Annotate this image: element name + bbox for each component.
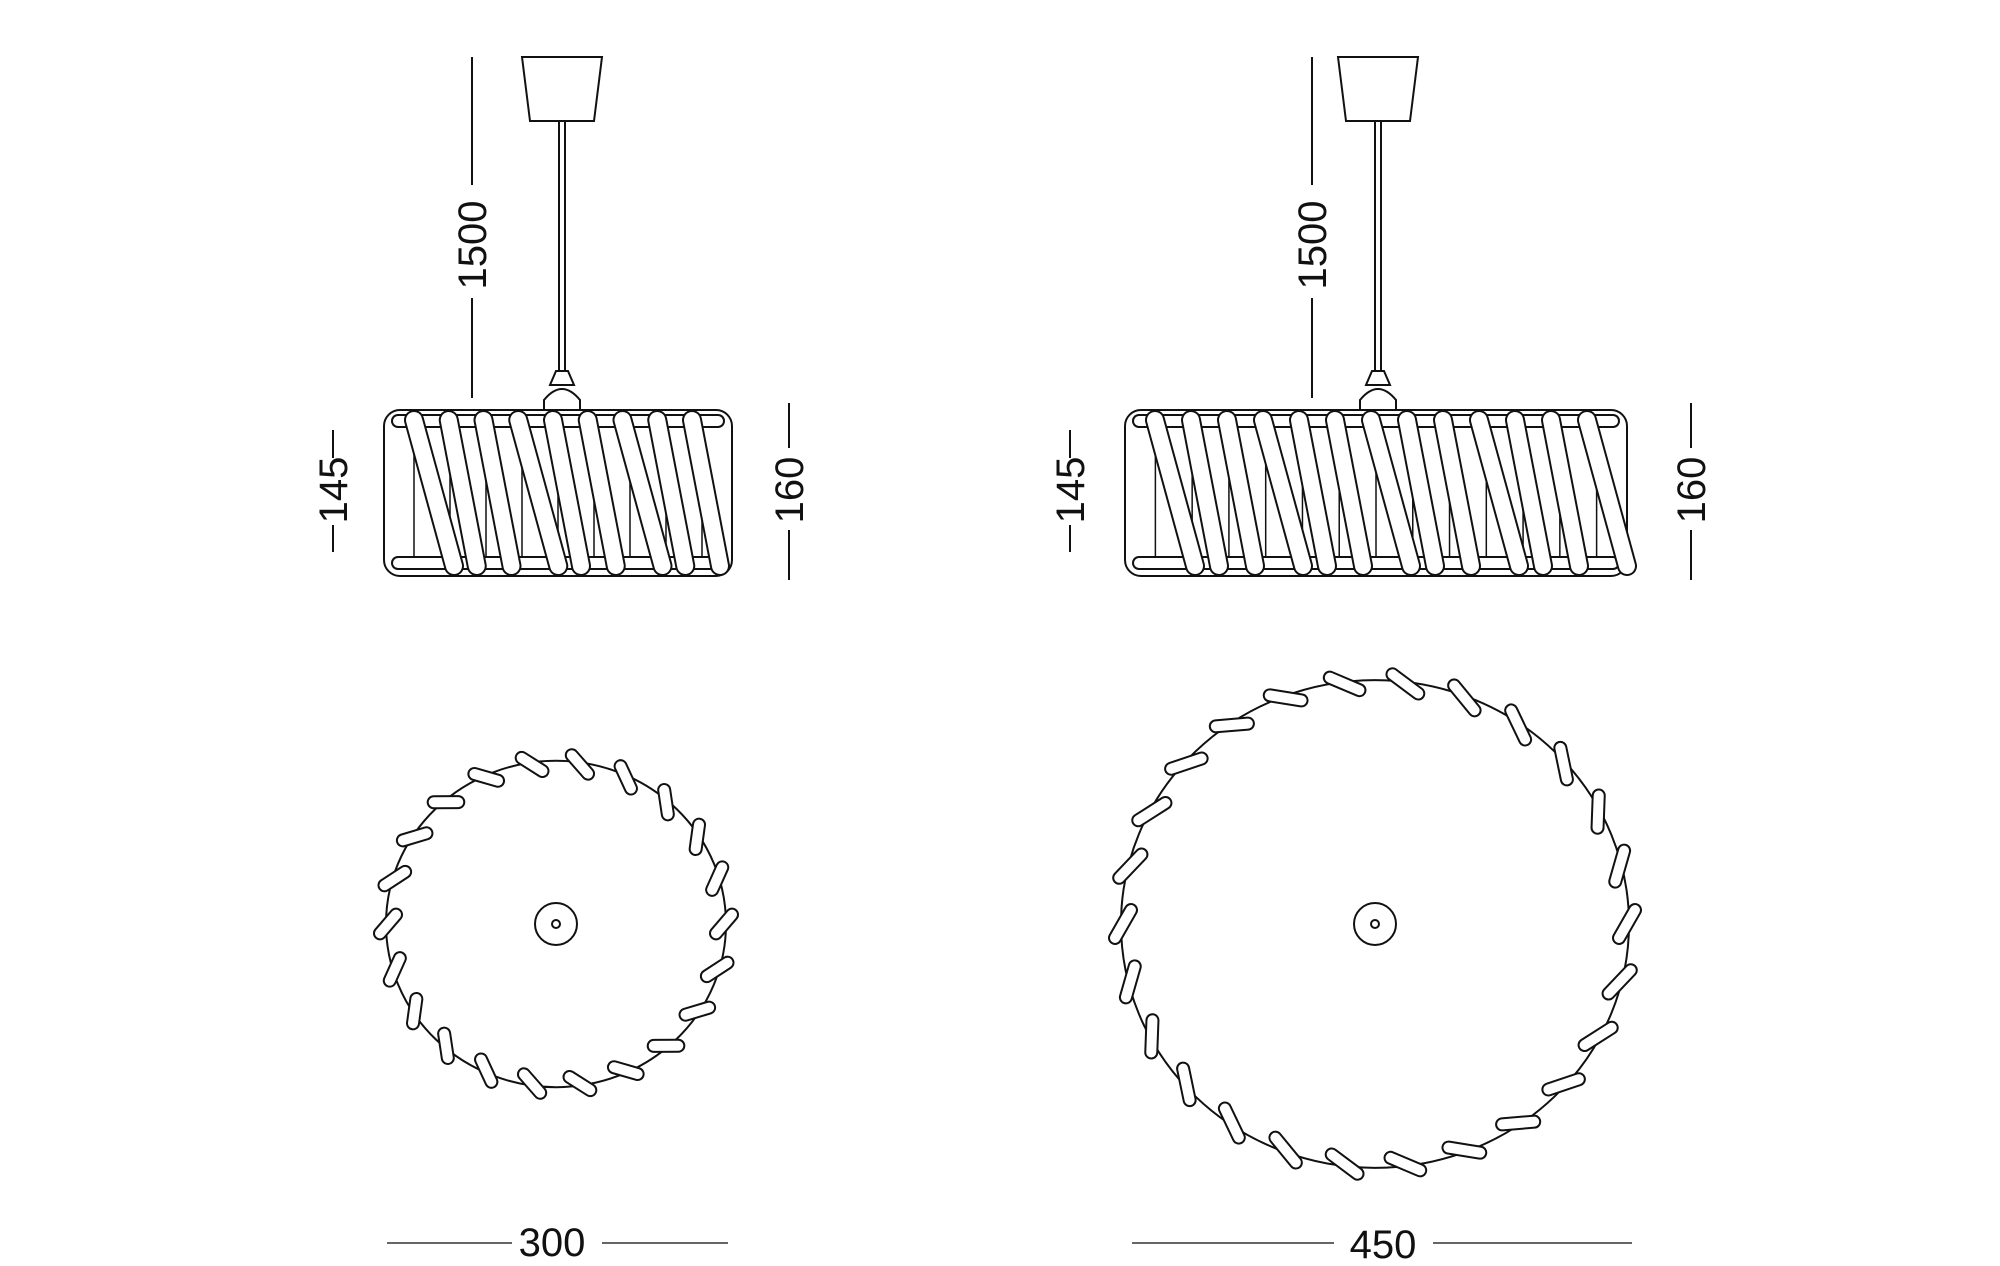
wrapped-rope-fill xyxy=(649,412,694,574)
wrapped-rope-fill xyxy=(1507,412,1551,574)
wrapped-rope-fill xyxy=(440,412,485,574)
rope-segment-fill xyxy=(1555,742,1572,785)
wrapped-rope-fill xyxy=(1543,412,1587,574)
wrapped-rope-fill xyxy=(1399,412,1443,574)
rope-segment-fill xyxy=(1166,753,1207,774)
rope-segment-fill xyxy=(680,1002,715,1020)
rope-segment-fill xyxy=(1133,797,1171,826)
wrapped-rope-fill xyxy=(614,412,671,574)
rope-segment-fill xyxy=(1443,1142,1486,1158)
rope-segment-fill xyxy=(711,909,737,939)
frame-height-label: 145 xyxy=(1049,457,1093,524)
top-view xyxy=(373,748,739,1100)
rope-segment-fill xyxy=(1385,1152,1426,1176)
wrapped-rope-fill xyxy=(1579,412,1635,574)
rope-segment-fill xyxy=(1449,680,1480,716)
overall-height-label: 160 xyxy=(768,457,812,524)
rope-segment-fill xyxy=(564,1071,596,1096)
wrapped-rope-fill xyxy=(1255,412,1311,574)
cord-hole xyxy=(551,919,561,929)
wrapped-rope-fill xyxy=(510,412,567,574)
rope-segment-fill xyxy=(1146,1015,1158,1058)
cord-length-label: 1500 xyxy=(1291,201,1335,290)
rope-segment-fill xyxy=(1543,1074,1584,1095)
diameter-label: 300 xyxy=(519,1221,586,1265)
rope-segment-fill xyxy=(566,750,594,779)
cord xyxy=(1374,120,1382,372)
small-lamp-dimensions: 1500 145 160 300 xyxy=(312,57,812,1265)
rope-segment-fill xyxy=(518,1069,546,1098)
cord-grip xyxy=(1364,370,1392,386)
rope-segment-fill xyxy=(375,909,401,939)
cord xyxy=(558,120,566,372)
rope-segment-fill xyxy=(1592,790,1604,833)
rope-segment-fill xyxy=(407,993,422,1029)
side-view xyxy=(383,56,733,577)
rope-segment-fill xyxy=(659,785,673,820)
overall-height-label: 160 xyxy=(1670,457,1714,524)
rope-segment-fill xyxy=(1324,672,1365,696)
large-lamp-dimensions: 1500 145 160 450 xyxy=(1049,57,1714,1266)
rope-segment-fill xyxy=(1219,1103,1244,1143)
top-view xyxy=(1108,667,1642,1181)
cord-grip xyxy=(548,370,576,386)
rope-segment-fill xyxy=(1497,1116,1540,1130)
ceiling-cap xyxy=(520,56,604,122)
diameter-label: 450 xyxy=(1350,1223,1417,1266)
rope-segment-fill xyxy=(1603,965,1636,999)
rope-segment-fill xyxy=(469,768,504,786)
wrapped-rope-fill xyxy=(545,412,589,574)
wrapped-rope-fill xyxy=(406,412,462,574)
rope-segment-fill xyxy=(1210,718,1253,732)
rope-segment-fill xyxy=(384,953,405,986)
side-view xyxy=(1124,56,1637,577)
rope-segment-fill xyxy=(707,862,728,895)
rope-segment-fill xyxy=(379,866,411,891)
cord-hole xyxy=(1370,919,1380,929)
wrapped-rope-fill xyxy=(1147,412,1203,574)
rope-segment-fill xyxy=(701,957,733,982)
rope-segment-fill xyxy=(1579,1022,1617,1051)
rope-segment-fill xyxy=(690,819,705,855)
rope-segment-fill xyxy=(615,761,636,794)
rope-segment-fill xyxy=(1506,705,1531,745)
wrapped-rope-fill xyxy=(1183,412,1227,574)
wrapped-rope-fill xyxy=(475,412,520,574)
wrapped-rope-fill xyxy=(1363,412,1419,574)
rope-segment-fill xyxy=(1110,905,1136,943)
rope-segment-fill xyxy=(1264,690,1307,706)
rope-segment-fill xyxy=(608,1062,643,1080)
rope-segment-fill xyxy=(1326,1149,1363,1179)
ceiling-cap xyxy=(1336,56,1420,122)
rope-segment-fill xyxy=(1610,845,1630,887)
rope-segment-fill xyxy=(439,1028,453,1063)
rope-segment-fill xyxy=(1114,849,1147,883)
rope-segment-fill xyxy=(1614,905,1640,943)
wrapped-rope-fill xyxy=(1219,412,1263,574)
wrapped-rope-fill xyxy=(684,412,728,574)
cord-length-label: 1500 xyxy=(451,201,495,290)
rope-segment-fill xyxy=(1178,1063,1195,1106)
wrapped-rope-fill xyxy=(1435,412,1479,574)
wrapped-rope-fill xyxy=(579,412,624,574)
wrapped-rope-fill xyxy=(1471,412,1527,574)
wrapped-rope-fill xyxy=(1291,412,1335,574)
rope-segment-fill xyxy=(1387,669,1424,699)
rope-segment-fill xyxy=(476,1054,497,1087)
frame-height-label: 145 xyxy=(312,457,356,524)
rope-segment-fill xyxy=(1270,1132,1301,1168)
rope-segment-fill xyxy=(397,828,432,846)
rope-segment-fill xyxy=(1120,961,1140,1003)
rope-segment-fill xyxy=(516,752,548,777)
wrapped-rope-fill xyxy=(1327,412,1371,574)
